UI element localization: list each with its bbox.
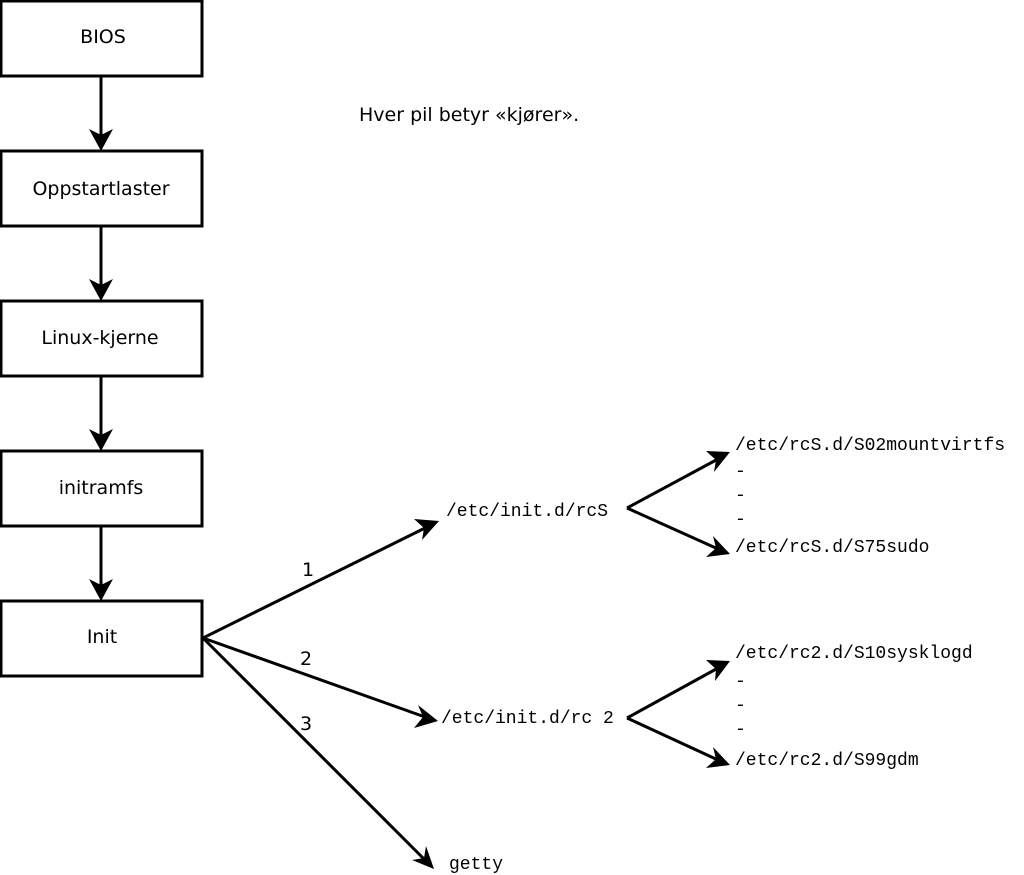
branch-label-2: 2 — [300, 648, 312, 670]
rcs-script-dot: - — [735, 510, 746, 530]
arrowhead-icon — [89, 429, 113, 451]
arrowhead-icon — [706, 536, 730, 557]
branch-label-1: 1 — [302, 559, 314, 581]
branch-label-3: 3 — [300, 713, 312, 735]
rcs-script-last: /etc/rcS.d/S75sudo — [735, 538, 929, 558]
arrowhead-icon — [89, 279, 113, 301]
target-getty: getty — [449, 855, 503, 875]
arrowhead-icon — [412, 846, 434, 869]
target-rcs: /etc/init.d/rcS — [446, 502, 608, 522]
arrowhead-icon — [706, 747, 730, 768]
box-bios-label: BIOS — [80, 26, 126, 48]
arrow-initramfs-to-init — [89, 526, 113, 601]
arrowhead-icon — [706, 451, 730, 472]
box-bootloader: Oppstartlaster — [0, 149, 204, 228]
arrowhead-icon — [89, 579, 113, 601]
arrowhead-icon — [89, 129, 113, 151]
box-init: Init — [0, 599, 204, 678]
box-linux-kernel: Linux-kjerne — [0, 299, 204, 378]
box-linux-kernel-label: Linux-kjerne — [41, 327, 158, 349]
arrow-rcs-to-first-script — [626, 451, 730, 510]
rc2-script-dot: - — [735, 696, 746, 716]
arrowhead-icon — [414, 705, 438, 728]
arrowhead-icon — [414, 519, 439, 540]
arrow-init-to-rcs — [202, 519, 439, 640]
target-rc2: /etc/init.d/rc 2 — [441, 709, 614, 729]
arrow-rc2-to-last-script — [626, 716, 730, 768]
rcs-script-first: /etc/rcS.d/S02mountvirtfs — [735, 436, 1005, 456]
arrow-init-to-rc2 — [202, 636, 438, 728]
box-bootloader-label: Oppstartlaster — [32, 178, 169, 200]
box-bios: BIOS — [0, 0, 204, 78]
arrow-bios-to-bootloader — [89, 76, 113, 151]
rc2-script-dot: - — [735, 672, 746, 692]
rc2-script-first: /etc/rc2.d/S10sysklogd — [735, 644, 973, 664]
arrowhead-icon — [706, 660, 730, 681]
rc2-script-dot: - — [735, 720, 746, 740]
box-initramfs-label: initramfs — [59, 477, 144, 499]
arrow-init-to-getty — [201, 636, 434, 869]
box-initramfs: initramfs — [0, 449, 204, 528]
rcs-script-dot: - — [735, 486, 746, 506]
arrow-kernel-to-initramfs — [89, 376, 113, 451]
arrow-rcs-to-last-script — [626, 506, 730, 557]
box-init-label: Init — [87, 626, 117, 648]
diagram-note: Hver pil betyr «kjører». — [359, 104, 579, 126]
rc2-script-last: /etc/rc2.d/S99gdm — [735, 751, 919, 771]
rcs-script-dot: - — [735, 462, 746, 482]
arrow-rc2-to-first-script — [626, 660, 730, 720]
arrow-bootloader-to-kernel — [89, 226, 113, 301]
